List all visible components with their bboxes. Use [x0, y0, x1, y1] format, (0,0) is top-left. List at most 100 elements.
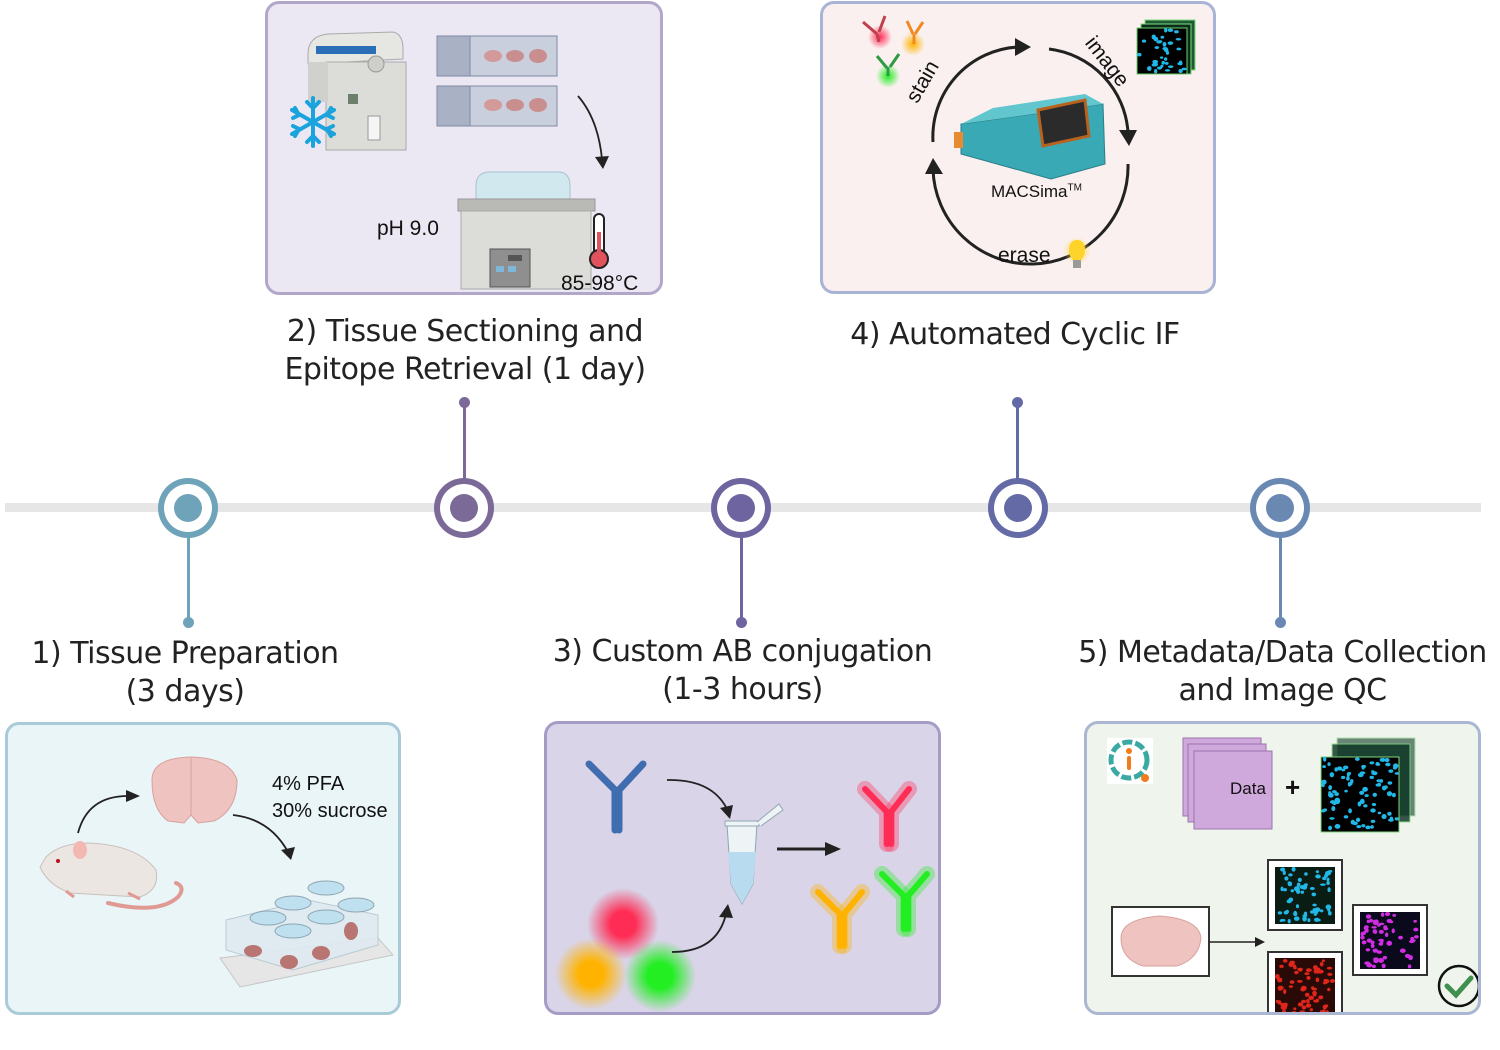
- cell-dot: [1335, 798, 1341, 803]
- cell-dot: [1373, 929, 1377, 932]
- step-title-4-line1: 4) Automated Cyclic IF: [810, 316, 1220, 354]
- cell-dot: [1381, 912, 1384, 917]
- cell-dot: [1277, 978, 1282, 983]
- cell-dot: [1316, 999, 1319, 1002]
- cell-dot: [1296, 904, 1299, 908]
- cell-dot: [1371, 926, 1377, 929]
- cell-dot: [1362, 787, 1368, 792]
- cell-dot: [1369, 776, 1374, 779]
- cell-dot: [1369, 761, 1374, 764]
- cell-dot: [1372, 803, 1376, 806]
- cell-dot: [1369, 919, 1373, 923]
- connector-5: [1279, 535, 1282, 620]
- cell-dot: [1385, 932, 1388, 937]
- cell-dot: [1290, 980, 1295, 984]
- step-title-3-line1: 3) Custom AB conjugation: [535, 633, 950, 671]
- cell-dot: [1366, 914, 1371, 918]
- cell-dot: [1293, 1007, 1296, 1010]
- cell-dot: [1358, 773, 1364, 777]
- cell-dot: [1378, 812, 1382, 815]
- cell-dot: [1393, 763, 1398, 768]
- cell-dot: [1347, 772, 1351, 775]
- cell-dot: [1365, 826, 1370, 830]
- cell-dot: [1182, 68, 1187, 71]
- cell-dot: [1152, 35, 1156, 40]
- cell-dot: [1395, 772, 1400, 775]
- cell-dot: [1371, 820, 1376, 823]
- cell-dot: [1168, 41, 1174, 44]
- connector-dot-4: [1012, 397, 1023, 408]
- cell-dot: [1326, 878, 1329, 882]
- cell-dot: [1168, 65, 1174, 68]
- cell-dot: [1298, 1002, 1304, 1006]
- cell-dot: [1312, 991, 1317, 995]
- cell-dot: [1306, 1003, 1312, 1007]
- cell-dot: [1378, 958, 1384, 963]
- cell-dot: [1364, 961, 1370, 964]
- brain-section-icon: [1112, 907, 1209, 976]
- cell-dot: [1166, 51, 1169, 55]
- connector-4: [1016, 402, 1019, 482]
- cell-dot: [1174, 30, 1179, 33]
- cell-dot: [1388, 769, 1393, 772]
- cell-dot: [1147, 66, 1152, 71]
- node-core-3: [727, 494, 755, 522]
- cell-dot: [1373, 957, 1379, 960]
- cell-dot: [1318, 995, 1323, 999]
- cell-dot: [1288, 898, 1293, 902]
- cell-dot: [1160, 36, 1164, 39]
- cell-dot: [1288, 919, 1291, 923]
- cell-dot: [1413, 920, 1417, 923]
- cell-dot: [1164, 28, 1167, 33]
- cell-dot: [1163, 42, 1167, 47]
- cryostat-icon: [308, 32, 406, 150]
- cell-dot: [1327, 967, 1332, 970]
- cell-dot: [1361, 765, 1366, 768]
- ph-label: pH 9.0: [377, 217, 439, 241]
- connector-dot-5: [1275, 617, 1286, 628]
- cell-dot: [1286, 910, 1289, 914]
- cycle-label-erase: erase: [998, 244, 1051, 268]
- cell-dot: [1362, 940, 1367, 944]
- cell-dot: [1315, 874, 1321, 878]
- cell-dot: [1328, 793, 1333, 797]
- cell-dot: [1154, 46, 1159, 49]
- cell-dot: [1408, 964, 1412, 968]
- cell-dot: [1372, 965, 1376, 969]
- cell-dot: [1330, 772, 1335, 777]
- cell-dot: [1385, 912, 1390, 916]
- cell-dot: [1323, 757, 1326, 762]
- cell-dot: [1313, 908, 1317, 911]
- cell-dot: [1287, 881, 1291, 884]
- cell-dot: [1379, 942, 1384, 945]
- cell-dot: [1355, 758, 1360, 761]
- cell-dot: [1360, 936, 1364, 940]
- cell-dot: [1284, 876, 1288, 880]
- trademark: TM: [1068, 182, 1082, 193]
- step-title-1: 1) Tissue Preparation (3 days): [0, 635, 370, 711]
- cell-dot: [1363, 804, 1367, 807]
- step-title-1-line2: (3 days): [0, 673, 370, 711]
- cell-dot: [1330, 979, 1335, 983]
- cell-dot: [1387, 812, 1392, 816]
- cell-dot: [1297, 883, 1301, 887]
- cell-dot: [1304, 972, 1309, 975]
- cell-dot: [1289, 961, 1295, 965]
- step-title-5-line1: 5) Metadata/Data Collection: [1065, 634, 1500, 672]
- cell-dot: [1320, 883, 1326, 885]
- cell-dot: [1322, 780, 1326, 785]
- cell-dot: [1327, 973, 1332, 976]
- cell-dot: [1361, 932, 1364, 936]
- cell-dot: [1142, 40, 1146, 43]
- step-title-2: 2) Tissue Sectioning and Epitope Retriev…: [255, 313, 675, 389]
- cell-dot: [1361, 824, 1365, 827]
- cell-dot: [1370, 808, 1376, 812]
- cell-dot: [1323, 979, 1328, 982]
- cell-dot: [1323, 1005, 1327, 1010]
- cell-dot: [1331, 806, 1335, 811]
- cell-dot: [1385, 763, 1390, 767]
- cell-dot: [1165, 69, 1170, 72]
- cell-dot: [1365, 794, 1369, 797]
- cell-dot: [1392, 928, 1395, 933]
- cell-dot: [1346, 776, 1349, 780]
